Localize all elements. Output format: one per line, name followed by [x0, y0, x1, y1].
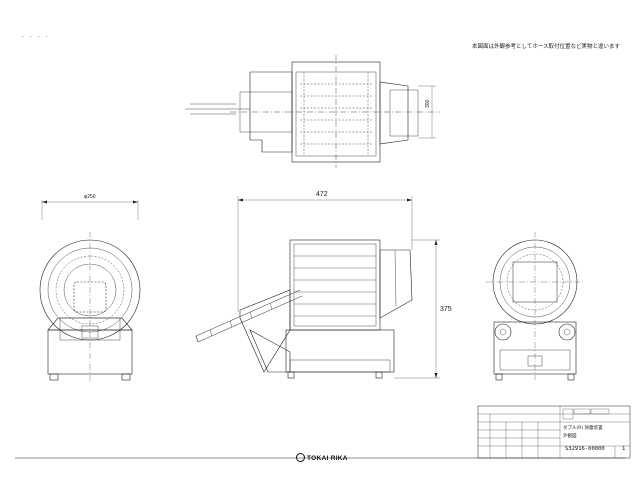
company-logo: TOKAI RIKA: [296, 453, 348, 462]
dimension-arrows: [42, 198, 438, 378]
top-view: [185, 55, 440, 168]
title-name-line-1: ダブル(R) 除塵装置: [563, 426, 603, 431]
dimension-front-width: 472: [316, 191, 328, 198]
right-side-view: [486, 232, 584, 381]
dimension-top-width: 300: [425, 99, 431, 108]
logo-mark-icon: [296, 453, 305, 462]
dimension-side-diameter: φ250: [84, 194, 96, 200]
title-block: [15, 405, 631, 459]
drawing-number: S32916-00000: [565, 446, 605, 452]
sheet-number: 1: [622, 446, 626, 452]
front-view: [195, 196, 440, 379]
dimension-front-height: 375: [440, 306, 452, 313]
left-side-view: [39, 200, 141, 382]
title-name-line-2: 外観図: [563, 434, 577, 439]
reference-note: 本図面は外観参考としてホース取付位置など実物と違います: [472, 44, 621, 50]
logo-text: TOKAI RIKA: [307, 455, 348, 462]
corner-dots: ····: [22, 34, 54, 41]
